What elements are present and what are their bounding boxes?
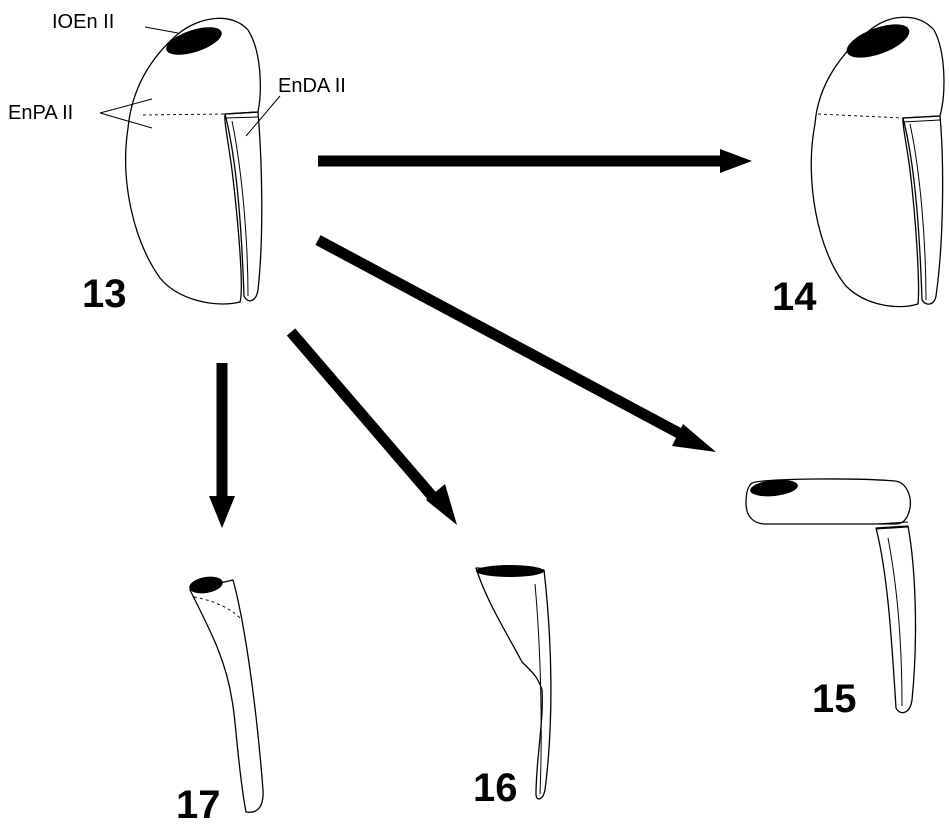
figure-number-14: 14 xyxy=(772,275,817,319)
fig14-ioen-blob xyxy=(846,24,910,58)
enpa-leader-lines xyxy=(99,98,153,129)
ioen-label: IOEn II xyxy=(52,11,114,33)
fig14-enda-inner-line xyxy=(909,123,927,301)
arrow-13-to-14 xyxy=(318,149,752,173)
fig14-body-outline xyxy=(810,16,945,308)
fig14-division-line xyxy=(817,113,904,119)
figure-15-drawing xyxy=(745,478,917,714)
enda-label: EnDA II xyxy=(278,75,346,97)
figure-17-drawing xyxy=(189,576,264,813)
figure-number-15: 15 xyxy=(812,677,857,721)
fig15-enda-joint xyxy=(875,521,909,530)
fig15-enda-inner-line xyxy=(887,537,903,707)
figure-number-16: 16 xyxy=(473,766,518,810)
fig16-inner-line xyxy=(534,583,542,795)
fig17-dashed-line xyxy=(193,596,241,619)
arrow-13-to-16 xyxy=(286,328,457,525)
figure-14-drawing xyxy=(810,16,945,308)
fig14-enda-outline xyxy=(902,115,944,305)
fig13-ioen-blob xyxy=(166,27,222,55)
fig16-ioen-blob xyxy=(476,565,544,577)
figure-16-drawing xyxy=(475,565,552,800)
fig14-enda-joint xyxy=(902,119,941,123)
fig17-ioen-blob xyxy=(189,576,223,594)
fig15-body-outline xyxy=(745,478,912,525)
arrow-13-to-15 xyxy=(315,235,716,452)
fig13-enda-inner-line xyxy=(231,120,249,297)
fig16-outline xyxy=(475,567,552,800)
fig15-enda-outline xyxy=(875,525,917,714)
fig13-label-enda: EnDA II xyxy=(245,75,346,137)
fig15-ioen-blob xyxy=(750,479,798,497)
fig13-enda-joint xyxy=(224,116,259,119)
figure-number-13: 13 xyxy=(82,272,127,316)
fig13-label-enpa: EnPA II xyxy=(8,98,153,129)
figure-number-17: 17 xyxy=(176,783,221,825)
fig13-label-ioen: IOEn II xyxy=(52,11,179,34)
arrow-13-to-17 xyxy=(209,363,235,528)
fig13-body-outline xyxy=(125,17,261,305)
enpa-label: EnPA II xyxy=(8,102,73,124)
ioen-leader-line xyxy=(144,26,179,34)
fig13-enpa-division-line xyxy=(142,113,226,116)
fig13-enda-outline xyxy=(224,111,263,302)
fig17-outline xyxy=(189,579,264,813)
enda-leader-line xyxy=(245,95,281,137)
figure-13-drawing xyxy=(125,17,263,305)
